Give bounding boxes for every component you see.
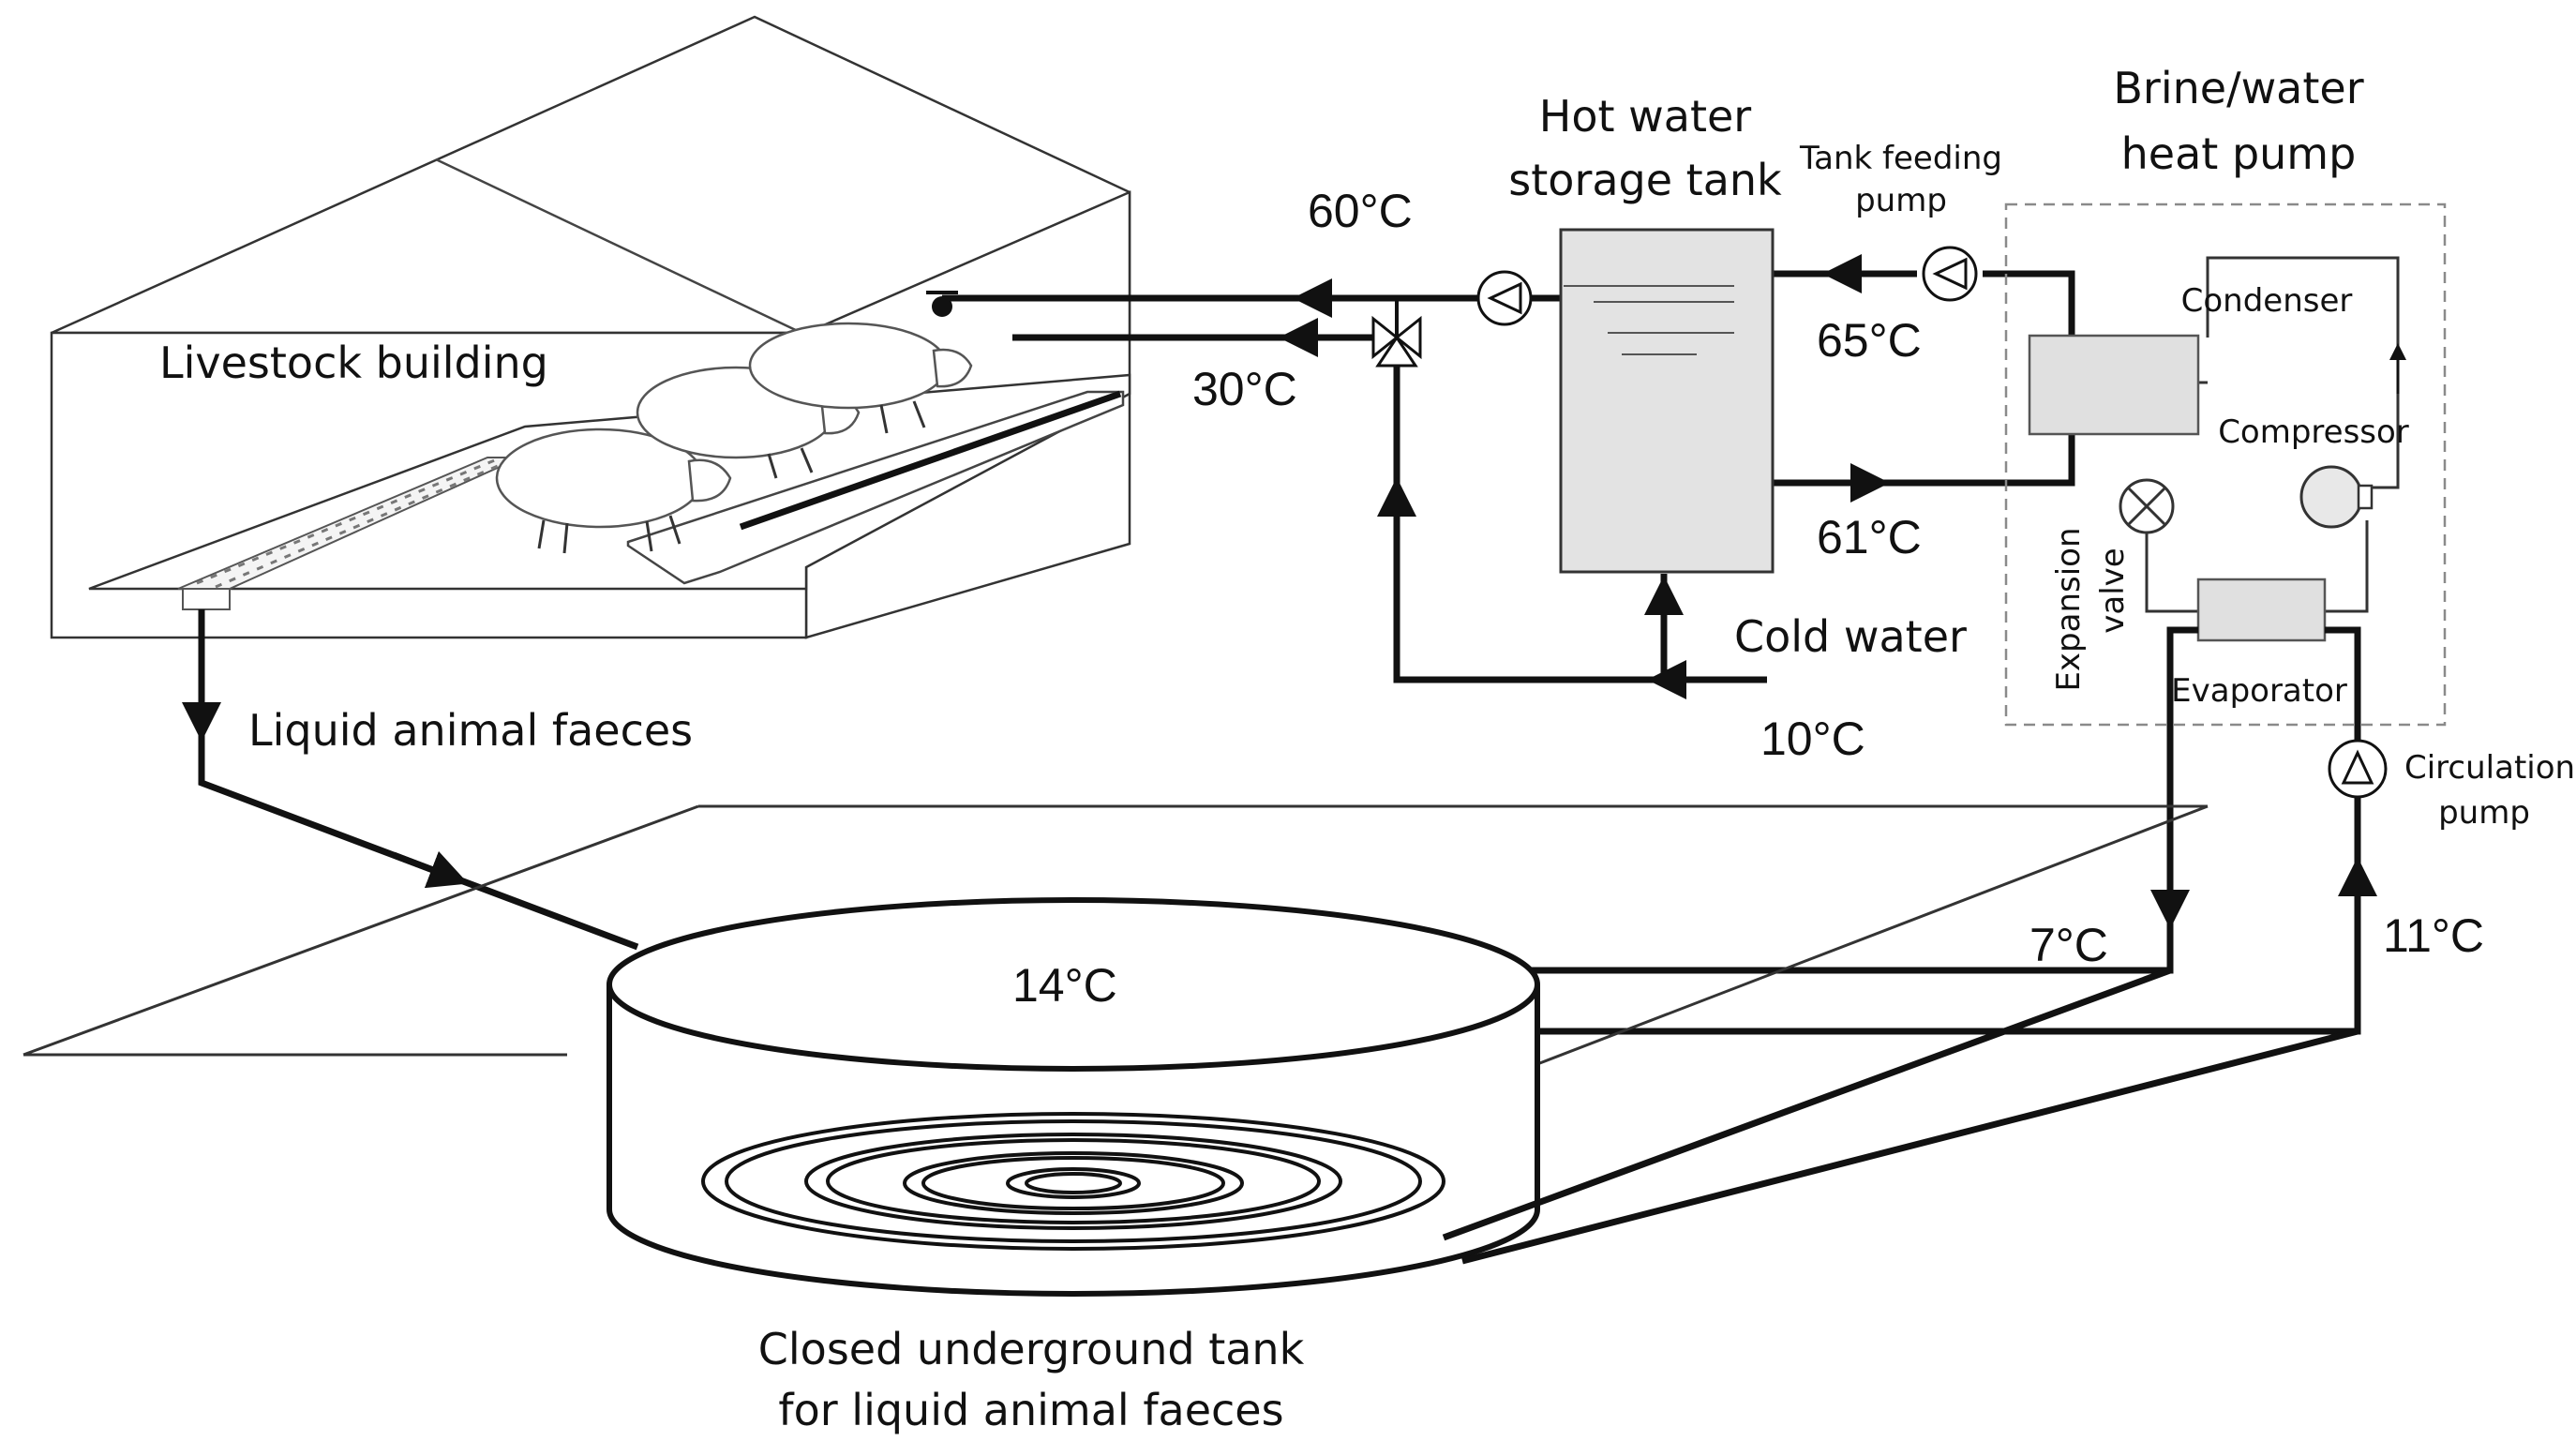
temp-cold-water-10: 10°C [1760, 713, 1865, 765]
hot-water-tank-label-line1: Hot water [1539, 91, 1752, 142]
feeding-trough [626, 390, 1125, 585]
tank-feeding-pump-icon [1922, 246, 1978, 302]
tank-feeding-pump-label-line2: pump [1855, 182, 1947, 219]
circulation-pump-label-line2: pump [2438, 794, 2530, 832]
circulation-pump-icon [2328, 739, 2388, 799]
condenser-label: Condenser [2181, 282, 2353, 320]
underground-tank [607, 897, 2359, 1297]
heat-pump-unit [2004, 203, 2447, 727]
heat-pump-boundary [2004, 203, 2447, 727]
cold-water-label: Cold water [1734, 611, 1967, 662]
drain-outlet [182, 588, 231, 610]
supply-pump-icon [1476, 270, 1533, 326]
temp-underground-tank-14: 14°C [1012, 959, 1117, 1012]
expansion-valve-label-line2: valve [2094, 548, 2132, 633]
heat-pump-label-line2: heat pump [2121, 128, 2357, 179]
condenser [2028, 334, 2200, 436]
livestock-building-label: Livestock building [159, 338, 548, 388]
brine-loop-piping [975, 626, 2377, 1035]
underground-tank-label-line1: Closed underground tank [758, 1324, 1305, 1374]
compressor-label: Compressor [2218, 413, 2409, 451]
hot-water-storage-tank [1559, 228, 1775, 574]
circulation-pump-label-line1: Circulation [2404, 749, 2575, 787]
tank-feeding-pump-label-line1: Tank feeding [1799, 140, 2002, 177]
mixing-valve-icon [1371, 298, 1422, 368]
temp-return-30: 30°C [1192, 363, 1297, 415]
heat-pump-label-line1: Brine/water [2113, 63, 2363, 113]
temp-supply-60: 60°C [1308, 185, 1413, 237]
evaporator [2196, 578, 2327, 642]
expansion-valve-label-line1: Expansion [2050, 527, 2088, 691]
hot-water-tank-label-line2: storage tank [1508, 155, 1782, 205]
pig-back [748, 322, 973, 434]
evaporator-label: Evaporator [2171, 672, 2347, 710]
livestock-building [50, 15, 1131, 639]
temp-brine-return-11: 11°C [2383, 909, 2484, 962]
temp-tank-inlet-65: 65°C [1817, 314, 1922, 367]
temp-tank-outlet-61: 61°C [1817, 511, 1922, 563]
liquid-faeces-label: Liquid animal faeces [248, 705, 693, 756]
underground-tank-label-line2: for liquid animal faeces [778, 1385, 1283, 1435]
ground-plane [22, 804, 2209, 1066]
pig-illustrations [495, 322, 973, 554]
trough-water-pipe [739, 390, 1122, 531]
temp-brine-out-7: 7°C [2029, 919, 2108, 971]
compressor-icon [2299, 465, 2374, 529]
pig-front [495, 428, 732, 554]
expansion-valve-icon [2119, 478, 2175, 534]
slurry-drain-pipe [182, 609, 639, 951]
heat-exchanger-coil [701, 1112, 1445, 1251]
